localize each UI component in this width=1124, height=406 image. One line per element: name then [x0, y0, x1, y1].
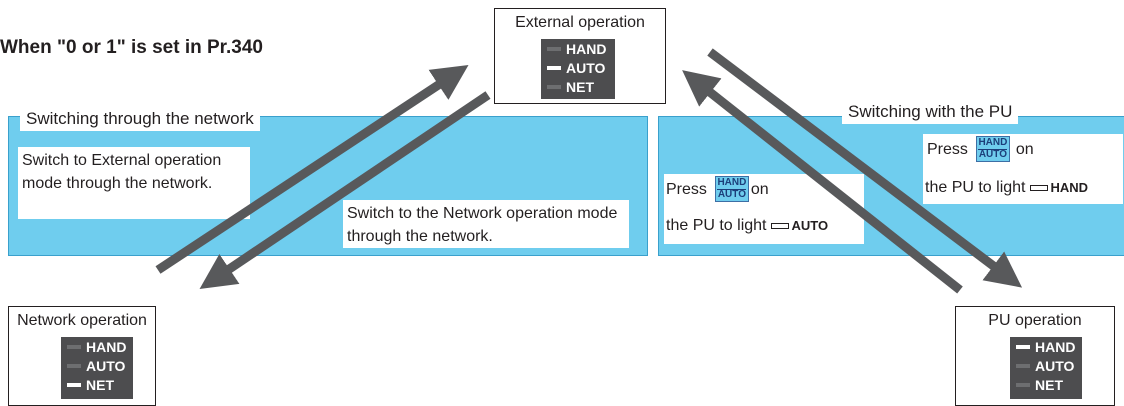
led-net-icon	[1016, 382, 1030, 387]
note-switch-to-network: Switch to the Network operation mode thr…	[343, 200, 629, 248]
led-hand-icon	[67, 344, 81, 349]
pu-operation-box: PU operation HAND AUTO NET	[955, 306, 1115, 406]
pu-panel-label: Switching with the PU	[842, 100, 1019, 124]
hand-indicator-label: HAND	[1050, 180, 1089, 195]
key-bottom-label-2: AUTO	[978, 149, 1007, 160]
note-press-hand: Press HAND AUTO on the PU to light HAND	[923, 134, 1123, 204]
led-row-hand: HAND	[61, 337, 133, 356]
key-top-label-2: HAND	[978, 137, 1008, 150]
arrow-external-to-network	[199, 91, 491, 290]
led-hand-icon	[1016, 344, 1030, 349]
pu-mode-name: PU operation	[988, 312, 1082, 329]
led-row-auto: AUTO	[541, 58, 615, 77]
network-panel-label: Switching through the network	[20, 107, 260, 131]
external-led-panel: HAND AUTO NET	[541, 39, 615, 99]
led-auto-icon	[547, 65, 561, 70]
hand-auto-key-icon-2: HAND AUTO	[975, 136, 1010, 162]
led-row-net: NET	[1010, 375, 1082, 394]
diagram-title: When "0 or 1" is set in Pr.340	[0, 37, 264, 58]
led-hand-icon	[547, 46, 561, 51]
pu-light-text: the PU to light	[666, 217, 767, 234]
external-mode-name: External operation	[515, 14, 645, 31]
on-text: on	[750, 180, 769, 198]
arrow-network-to-external	[155, 65, 469, 274]
led-row-auto: AUTO	[61, 356, 133, 375]
hand-auto-key-icon: HAND AUTO	[714, 176, 749, 202]
arrow-pu-to-external	[682, 70, 963, 294]
press-text-2: Press	[927, 140, 968, 158]
led-row-hand: HAND	[1010, 337, 1082, 356]
note-press-auto: Press HAND AUTO on the PU to light AUTO	[664, 174, 864, 244]
key-bottom-label: AUTO	[717, 189, 746, 200]
led-auto-icon	[1016, 363, 1030, 368]
on-text-2: on	[1015, 140, 1034, 158]
led-net-icon	[547, 84, 561, 89]
led-row-net: NET	[61, 375, 133, 394]
pu-led-panel: HAND AUTO NET	[1010, 337, 1082, 399]
press-text: Press	[666, 180, 707, 198]
key-top-label: HAND	[717, 177, 747, 190]
led-auto-icon	[67, 363, 81, 368]
led-row-auto: AUTO	[1010, 356, 1082, 375]
arrow-external-to-pu	[707, 48, 1023, 288]
auto-indicator-label: AUTO	[791, 218, 829, 233]
network-mode-name: Network operation	[17, 312, 147, 329]
led-row-hand: HAND	[541, 39, 615, 58]
network-led-panel: HAND AUTO NET	[61, 337, 133, 399]
led-row-net: NET	[541, 77, 615, 96]
pu-light-text-2: the PU to light	[925, 179, 1026, 196]
led-indicator-icon	[770, 222, 789, 229]
led-net-icon	[67, 382, 81, 387]
note-switch-to-external: Switch to External operation mode throug…	[18, 147, 250, 219]
external-operation-box: External operation HAND AUTO NET	[494, 8, 666, 104]
led-indicator-icon-2	[1029, 184, 1048, 191]
network-operation-box: Network operation HAND AUTO NET	[8, 306, 156, 406]
